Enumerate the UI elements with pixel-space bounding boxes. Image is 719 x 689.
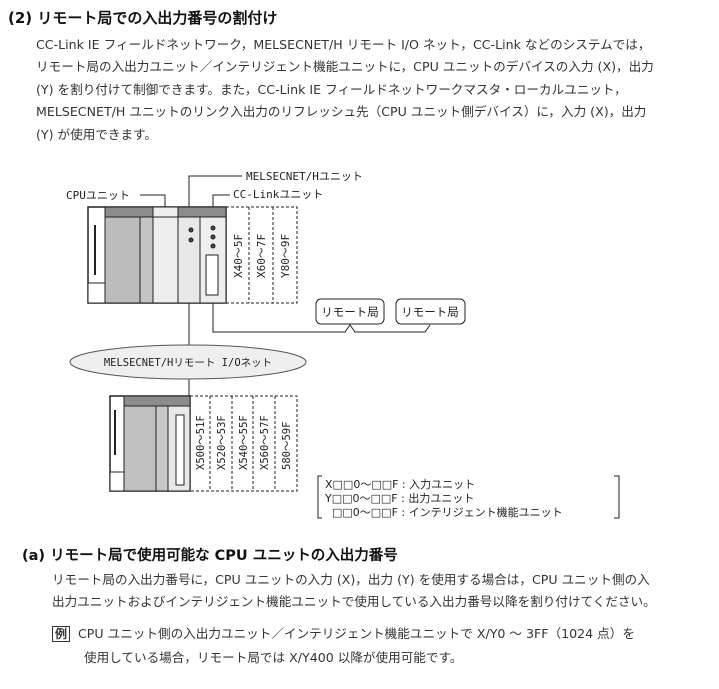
cpu-unit-label: CPUユニット xyxy=(66,189,130,202)
section-heading: (2) リモート局での入出力番号の割付け xyxy=(8,9,278,27)
network-ellipse xyxy=(69,344,307,380)
remote-station-label: リモート局 xyxy=(321,305,379,319)
io-range-label: Y80～9F xyxy=(279,234,292,278)
subsection-paragraph: リモート局の入出力番号に，CPU ユニットの入力 (X)，出力 (Y) を使用す… xyxy=(52,569,656,614)
cclink-unit-label: CC-Linkユニット xyxy=(233,188,323,201)
text-line: CC-Link IE フィールドネットワーク，MELSECNET/H リモート … xyxy=(36,37,651,52)
legend-item: Y□□0～□□F : 出力ユニット xyxy=(324,491,474,505)
section-paragraph: CC-Link IE フィールドネットワーク，MELSECNET/H リモート … xyxy=(36,34,654,146)
text-line: (Y) が使用できます。 xyxy=(36,126,158,142)
io-range-label: X40～5F xyxy=(232,234,245,278)
io-range-label: 580～59F xyxy=(281,422,293,470)
io-range-label: X560～57F xyxy=(259,415,271,470)
example-block: 例 CPU ユニット側の入出力ユニット／インテリジェント機能ユニットで X/Y0 … xyxy=(52,622,635,670)
network-label: MELSECNET/Hリモート I/Oネット xyxy=(104,357,272,369)
text-line: 出力ユニットおよびインテリジェント機能ユニットで使用している入出力番号以降を割り… xyxy=(52,594,656,610)
io-range-label: X540～55F xyxy=(238,415,250,470)
text-line: リモート局の入出力番号に，CPU ユニットの入力 (X)，出力 (Y) を使用す… xyxy=(52,572,650,587)
subsection-heading: (a) リモート局で使用可能な CPU ユニットの入出力番号 xyxy=(22,548,398,564)
main-base-rack xyxy=(87,206,227,304)
io-range-label: X500～51F xyxy=(195,415,207,470)
text-line: CPU ユニット側の入出力ユニット／インテリジェント機能ユニットで X/Y0 ～… xyxy=(78,626,635,641)
text-line: MELSECNET/H ユニットのリンク入出力のリフレッシュ先（CPU ユニット… xyxy=(36,104,647,120)
io-range-label: X520～53F xyxy=(216,415,228,470)
text-line: リモート局の入出力ユニット／インテリジェント機能ユニットに，CPU ユニットのデ… xyxy=(36,59,654,75)
text-line: 使用している場合，リモート局では X/Y400 以降が使用可能です。 xyxy=(84,650,463,665)
example-mark: 例 xyxy=(52,626,71,642)
io-range-label: X60～7F xyxy=(255,234,268,278)
remote-station-label: リモート局 xyxy=(401,305,459,319)
melsecnet-unit-label: MELSECNET/Hユニット xyxy=(246,170,363,183)
legend-item: X□□0～□□F : 入力ユニット xyxy=(325,478,475,491)
legend-item: □□0～□□F : インテリジェント機能ユニット xyxy=(325,505,563,519)
remote-io-rack xyxy=(109,395,191,492)
text-line: (Y) を割り付けて制御できます。また，CC-Link IE フィールドネットワ… xyxy=(36,81,627,97)
